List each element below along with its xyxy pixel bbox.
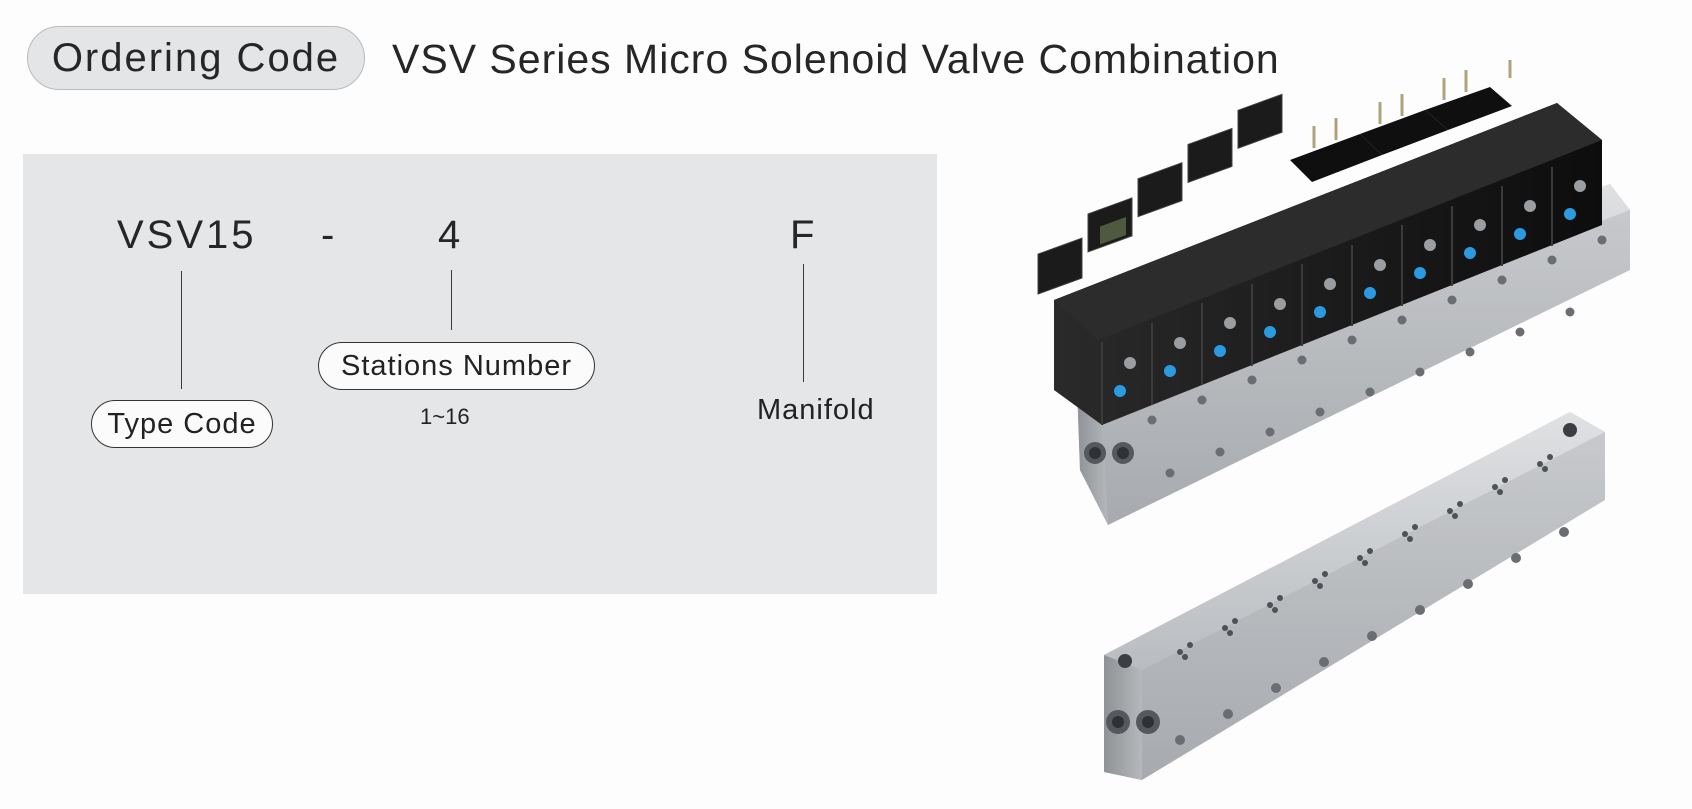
stations-value: 4 [438, 213, 464, 257]
ordering-code-badge: Ordering Code [27, 26, 365, 90]
stations-leader-line [451, 270, 452, 330]
code-separator: - [321, 213, 338, 257]
page-title: VSV Series Micro Solenoid Valve Combinat… [392, 36, 1280, 82]
type-code-leader-line [181, 271, 182, 389]
product-photo [1037, 60, 1630, 780]
manifold-leader-line [803, 264, 804, 382]
type-code-value: VSV15 [117, 213, 257, 257]
assembled-valve-manifold [1037, 60, 1630, 525]
manifold-value: F [790, 213, 818, 257]
type-code-label: Type Code [91, 400, 273, 448]
stations-range: 1~16 [420, 404, 470, 429]
ordering-code-panel: VSV15 - 4 F Stations Number 1~16 Type Co… [23, 154, 937, 594]
bare-manifold [1104, 412, 1605, 780]
solenoid-valves [1037, 60, 1602, 425]
stations-number-label: Stations Number [318, 342, 595, 390]
manifold-label: Manifold [757, 394, 875, 426]
